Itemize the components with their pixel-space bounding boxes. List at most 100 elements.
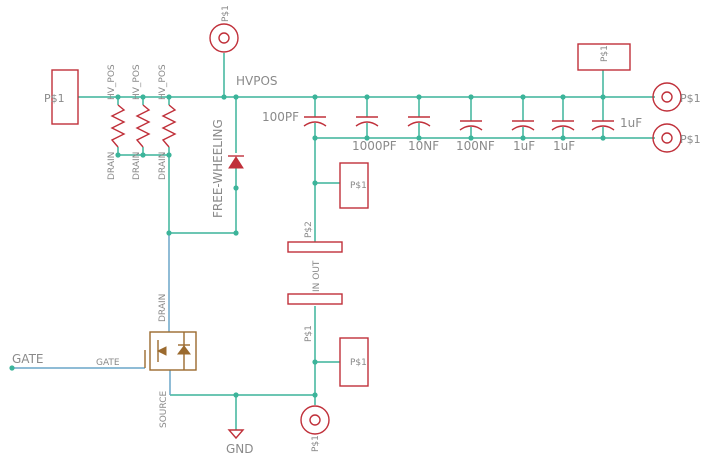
gate-wiring: [12, 233, 171, 395]
mosfet[interactable]: DRAIN SOURCE GATE: [96, 294, 197, 428]
junction: [560, 135, 566, 141]
junction: [233, 185, 239, 191]
gate-pin-label: GATE: [96, 358, 120, 368]
cap-value-label: 1000PF: [352, 139, 397, 153]
hvpos-connector-pin: [218, 32, 230, 44]
resistor-3-body: [161, 104, 177, 148]
resistor-2-top-label: HV_POS: [132, 64, 142, 100]
junction: [312, 359, 318, 365]
lower-test-pad-label: P$1: [350, 358, 367, 368]
cap-value-label: 1uF: [513, 139, 535, 153]
junction: [416, 135, 422, 141]
resistor-3-bottom-label: DRAIN: [158, 152, 168, 180]
junction: [560, 94, 566, 100]
right-connector-top-pin: [661, 91, 673, 103]
upper-test-pad-label: P$1: [350, 181, 367, 191]
left-pad[interactable]: P$1: [44, 69, 79, 125]
top-right-pad[interactable]: P$1: [577, 43, 631, 71]
source-pin-label: SOURCE: [159, 391, 169, 428]
right-connector-top[interactable]: P$1: [652, 82, 701, 112]
cap-plate-curved: [551, 125, 575, 131]
right-connector-bottom-pin: [661, 132, 673, 144]
regulator-in-out-label: IN OUT: [312, 260, 322, 292]
cap-value-label: 10NF: [408, 139, 439, 153]
cap-plate-curved: [591, 125, 615, 131]
mosfet-body: [149, 331, 197, 371]
bottom-connector-pin: [309, 414, 321, 426]
cap-plate-curved: [511, 125, 535, 131]
regulator-p2-label: P$2: [304, 221, 314, 238]
resistor-2[interactable]: HV_POS DRAIN: [132, 64, 151, 180]
resistor-3[interactable]: HV_POS DRAIN: [158, 64, 177, 180]
junction: [312, 135, 318, 141]
capacitor-1[interactable]: 100PF: [262, 110, 327, 127]
resistor-1-bottom-label: DRAIN: [107, 152, 117, 180]
cap-value-label: 100PF: [262, 110, 299, 124]
capacitor-5[interactable]: 1uF: [511, 120, 535, 153]
cap-plate-curved: [355, 121, 379, 127]
junction: [115, 152, 121, 158]
junction: [312, 94, 318, 100]
junction: [468, 94, 474, 100]
resistor-2-bottom-label: DRAIN: [132, 152, 142, 180]
capacitor-3[interactable]: 10NF: [407, 116, 439, 153]
resistor-2-body: [135, 104, 151, 148]
cap-value-label: 1uF: [553, 139, 575, 153]
right-connector-top-label: P$1: [680, 92, 701, 105]
resistor-1-top-label: HV_POS: [107, 64, 117, 100]
upper-test-pad[interactable]: P$1: [339, 162, 369, 209]
free-wheeling-label: FREE-WHEELING: [211, 119, 225, 218]
regulator-top-bar: [287, 241, 343, 253]
free-wheeling-diode[interactable]: FREE-WHEELING: [211, 119, 244, 218]
right-connector-bottom-ring: [652, 123, 682, 153]
junction: [600, 135, 606, 141]
cap-plate-curved: [407, 121, 431, 127]
junction: [140, 152, 146, 158]
junction: [166, 230, 172, 236]
lower-test-pad[interactable]: P$1: [339, 337, 369, 387]
diode-triangle: [228, 156, 244, 169]
top-right-pad-body: [577, 43, 631, 71]
ground-icon: [227, 429, 245, 440]
junction: [468, 135, 474, 141]
regulator[interactable]: P$2 IN OUT P$1: [287, 221, 343, 342]
junction: [312, 180, 318, 186]
junction: [166, 152, 172, 158]
resistor-3-top-label: HV_POS: [158, 64, 168, 100]
junction: [364, 135, 370, 141]
drain-pin-label: DRAIN: [158, 294, 168, 322]
junction: [233, 392, 239, 398]
ground-symbol[interactable]: GND: [226, 429, 254, 456]
bottom-connector-label: P$1: [311, 435, 321, 452]
resistor-1[interactable]: HV_POS DRAIN: [107, 64, 126, 180]
capacitor-2[interactable]: 1000PF: [352, 116, 397, 153]
bottom-connector[interactable]: P$1: [300, 405, 330, 452]
right-connector-bottom[interactable]: P$1: [652, 123, 701, 153]
left-pad-body: [51, 69, 79, 125]
hvpos-net-label: HVPOS: [236, 74, 278, 88]
cap-value-label: 1uF: [620, 116, 642, 130]
gnd-label: GND: [226, 442, 254, 456]
right-connector-top-ring: [652, 82, 682, 112]
right-connector-bottom-label: P$1: [680, 133, 701, 146]
junction: [416, 94, 422, 100]
capacitor-7[interactable]: 1uF: [591, 116, 642, 131]
junction: [312, 392, 318, 398]
left-pad-label: P$1: [44, 92, 65, 105]
capacitor-4[interactable]: 100NF: [456, 120, 495, 153]
junction: [9, 365, 15, 371]
cap-plate-curved: [303, 121, 327, 127]
bottom-connector-ring: [300, 405, 330, 435]
junction: [364, 94, 370, 100]
hvpos-connector-label: P$1: [221, 5, 231, 22]
lower-test-pad-body: [339, 337, 369, 387]
wires: [78, 53, 655, 430]
junction: [166, 94, 172, 100]
capacitor-6[interactable]: 1uF: [551, 120, 575, 153]
junction: [233, 94, 239, 100]
regulator-p1-label: P$1: [304, 325, 314, 342]
junction: [520, 94, 526, 100]
hvpos-connector[interactable]: P$1: [209, 5, 239, 53]
junction: [140, 94, 146, 100]
